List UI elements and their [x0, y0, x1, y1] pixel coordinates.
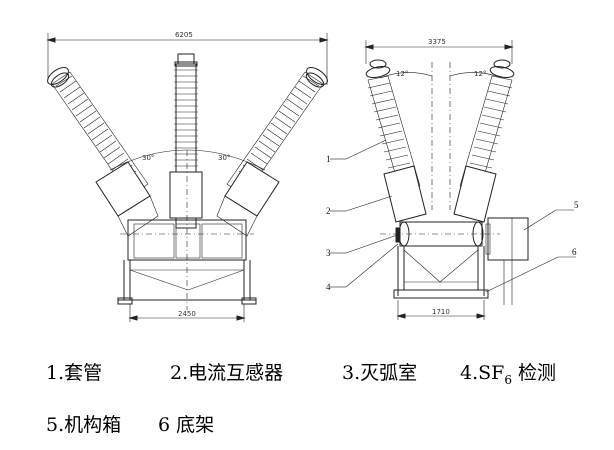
- breaker-drawing: 6205: [46, 31, 579, 322]
- legend-item-4-sub: 6: [504, 372, 512, 387]
- right-tank: [380, 221, 500, 247]
- legend-item-4-prefix: 4.SF: [460, 362, 505, 384]
- left-overall-dim: 6205: [175, 31, 193, 39]
- callout-4: 4: [326, 282, 331, 292]
- callout-3: 3: [326, 248, 331, 258]
- callout-6: 6: [572, 247, 577, 257]
- callout-2: 2: [326, 206, 331, 216]
- callout-1: 1: [326, 154, 331, 164]
- legend-item-2: 2.电流互感器: [170, 362, 284, 384]
- left-angle-b: 30°: [218, 154, 230, 162]
- left-view: 6205: [46, 31, 329, 322]
- mechanism-box: [485, 217, 529, 305]
- callout-5: 5: [574, 200, 579, 210]
- right-base-dim: 1710: [432, 308, 450, 316]
- legend-item-6: 6 底架: [158, 414, 215, 436]
- right-view: 3375 12° 12°: [326, 38, 579, 320]
- legend-item-4: 4.SF6 检测: [460, 358, 556, 387]
- right-angle-b: 12°: [474, 70, 486, 78]
- left-angle-a: 30°: [142, 154, 154, 162]
- left-base-dim: 2450: [178, 310, 196, 318]
- callouts: 1 2 3 4 5 6: [326, 139, 579, 293]
- legend-item-3: 3.灭弧室: [342, 362, 418, 384]
- legend-item-4-suffix: 检测: [511, 362, 557, 384]
- left-bushing: [47, 67, 159, 237]
- right-angle-a: 12°: [396, 70, 408, 78]
- legend-item-5: 5.机构箱: [46, 414, 122, 436]
- left-frame: [117, 150, 257, 310]
- right-view-bushing-right: [453, 59, 515, 223]
- right-overall-dim: 3375: [428, 38, 446, 46]
- right-bushing: [216, 67, 328, 237]
- center-bushing: [169, 53, 203, 229]
- right-frame: [393, 246, 489, 299]
- right-view-bushing-left: [365, 59, 427, 223]
- legend-item-1: 1.套管: [46, 362, 103, 384]
